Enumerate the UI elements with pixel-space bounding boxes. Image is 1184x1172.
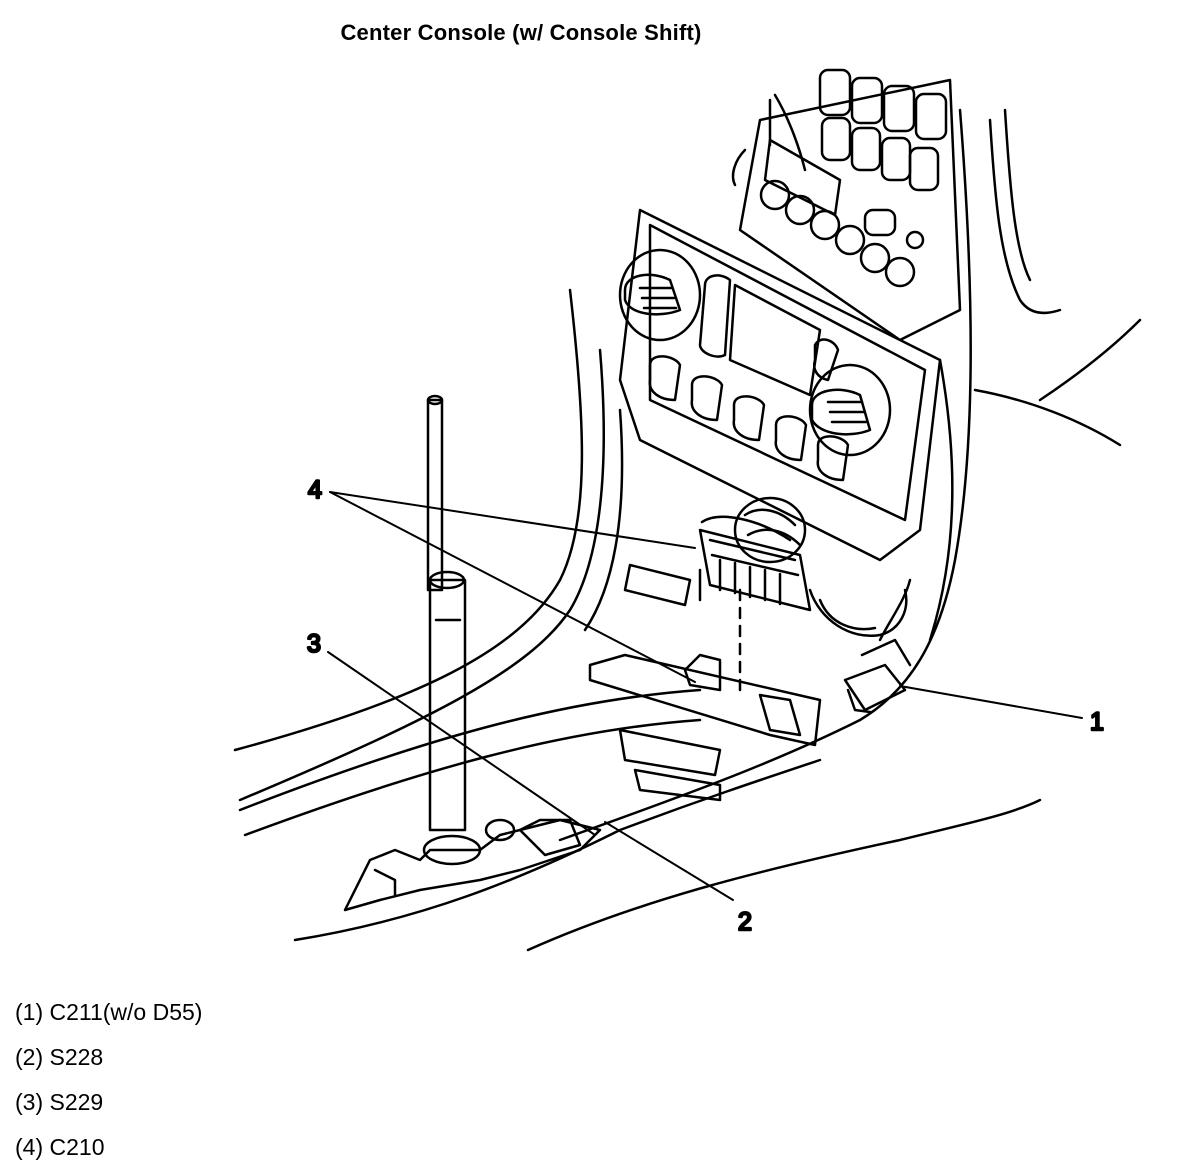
connector-bracket — [588, 563, 822, 802]
connector-c210 — [698, 515, 812, 692]
leader-2 — [604, 821, 734, 901]
legend: (1) C211(w/o D55) (2) S228 (3) S229 (4) … — [15, 990, 202, 1170]
console-housing — [233, 93, 1142, 952]
callout-2: 2 — [738, 908, 752, 936]
wiring-harness — [698, 496, 908, 638]
leader-1 — [899, 685, 1083, 719]
hvac-control-panel — [618, 208, 942, 562]
legend-item-1: (1) C211(w/o D55) — [15, 999, 203, 1025]
legend-item-4: (4) C210 — [15, 1134, 105, 1160]
leader-4b — [329, 491, 696, 683]
leader-3 — [327, 651, 596, 836]
console-illustration: 4 3 2 1 — [233, 68, 1142, 952]
leader-4a — [329, 491, 696, 549]
legend-item-3: (3) S229 — [15, 1089, 104, 1115]
shift-cable — [343, 394, 602, 912]
callout-leaders — [327, 491, 1083, 901]
connector-c211 — [843, 578, 912, 714]
callout-4: 4 — [308, 476, 322, 504]
radio-panel — [738, 68, 962, 342]
diagram-title: Center Console (w/ Console Shift) — [340, 20, 702, 45]
callout-1: 1 — [1090, 708, 1104, 736]
callout-3: 3 — [307, 630, 321, 658]
legend-item-2: (2) S228 — [15, 1044, 104, 1070]
